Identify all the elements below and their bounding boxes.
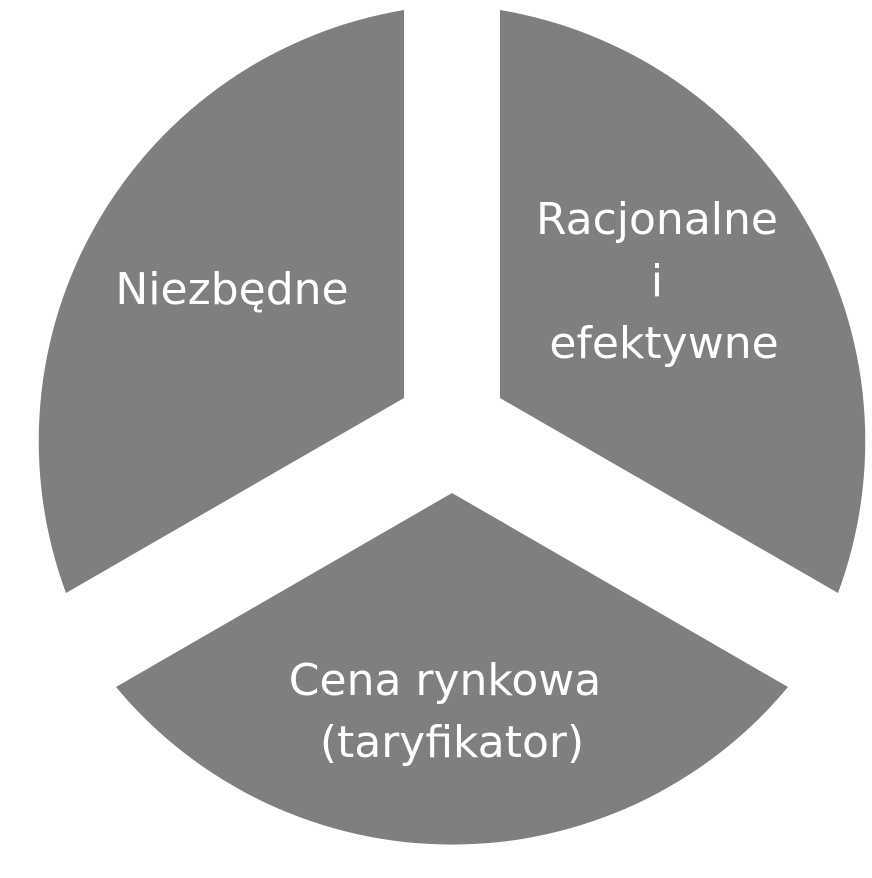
- segment-niezbedne-label-line-1: Niezbędne: [115, 264, 348, 315]
- segment-racjonalne-i-efektywne-label-line-2: i: [651, 256, 663, 307]
- segment-cena-rynkowa-label-line-2: (taryfikator): [320, 717, 584, 768]
- segment-cena-rynkowa-shape: [116, 493, 788, 845]
- segment-niezbedne-shape: [38, 10, 405, 593]
- segment-racjonalne-i-efektywne-shape: [500, 10, 866, 593]
- segment-cena-rynkowa-label-line-1: Cena rynkowa: [289, 655, 601, 706]
- segment-niezbedne-label: Niezbędne: [115, 264, 348, 315]
- segment-cena-rynkowa: Cena rynkowa (taryfikator): [116, 493, 788, 845]
- segment-racjonalne-i-efektywne-label: Racjonalne i efektywne: [536, 194, 792, 369]
- segment-racjonalne-i-efektywne-label-line-1: Racjonalne: [536, 194, 778, 245]
- segment-racjonalne-i-efektywne-label-line-3: efektywne: [549, 318, 778, 369]
- segment-racjonalne-i-efektywne: Racjonalne i efektywne: [500, 10, 866, 593]
- segment-cena-rynkowa-label: Cena rynkowa (taryfikator): [289, 655, 615, 768]
- segment-niezbedne: Niezbędne: [38, 10, 405, 593]
